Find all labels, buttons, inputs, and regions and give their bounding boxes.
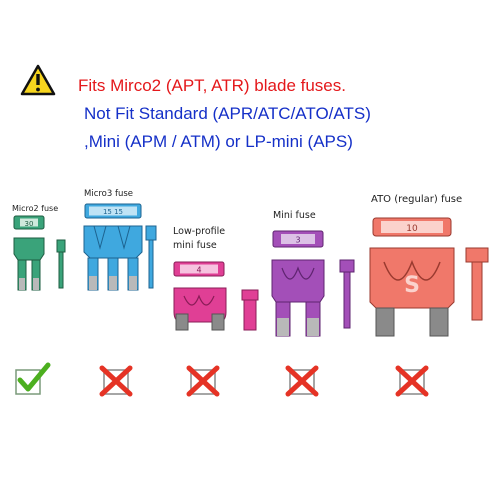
micro2-fuse-image: 30 (13, 215, 66, 291)
ato-fuse-image: 10 S (369, 217, 489, 337)
micro3-rating: 15 15 (103, 208, 123, 216)
red-x-icon (99, 365, 133, 397)
mini-rating: 3 (295, 236, 300, 245)
micro2-rating: 30 (25, 220, 34, 228)
warning-triangle-icon (20, 64, 56, 96)
red-x-icon (395, 365, 429, 397)
not-fit-notice-line-1: Not Fit Standard (APR/ATC/ATO/ATS) (84, 104, 371, 123)
svg-text:S: S (404, 273, 420, 298)
low-profile-mini-fuse-image: 4 (173, 261, 259, 331)
mini-fuse-image: 3 (271, 230, 355, 337)
fits-notice-line: Fits Mirco2 (APT, ATR) blade fuses. (78, 76, 346, 95)
mini-fuse-label: Mini fuse (273, 210, 316, 221)
green-checkmark-icon (15, 362, 51, 395)
micro2-fuse-label: Micro2 fuse (12, 204, 59, 213)
red-x-icon (186, 365, 220, 397)
not-fit-notice-line-2: ,Mini (APM / ATM) or LP-mini (APS) (84, 132, 353, 151)
low-profile-rating: 4 (196, 266, 201, 275)
micro3-fuse-image: 15 15 (83, 203, 157, 291)
red-x-icon (285, 365, 319, 397)
ato-rating: 10 (406, 224, 418, 234)
low-profile-mini-fuse-label: Low-profile mini fuse (173, 226, 226, 251)
micro3-fuse-label: Micro3 fuse (84, 189, 134, 199)
ato-fuse-label: ATO (regular) fuse (371, 194, 463, 205)
fuse-illustrations: 30 15 15 4 3 (13, 203, 489, 337)
